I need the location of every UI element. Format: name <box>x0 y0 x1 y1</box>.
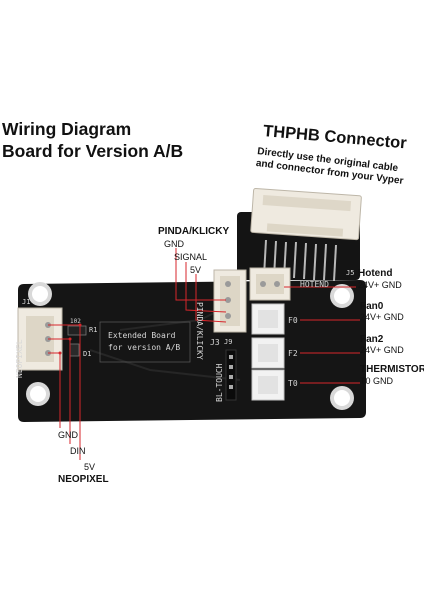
silk-f2: F2 <box>288 349 298 358</box>
pinda-wires <box>175 248 227 323</box>
neopixel-connector <box>17 307 63 371</box>
thermistor-pins: T0 GND <box>360 376 394 386</box>
fan2-connector <box>251 337 285 369</box>
hotend-label: Hotend <box>358 268 393 279</box>
silk-t0: T0 <box>288 379 298 388</box>
silk-hotend: HOTEND <box>300 280 329 289</box>
silk-neopixel: NEOPIXEL <box>15 339 24 378</box>
mounting-hole-bottom-right <box>330 386 354 410</box>
thermistor-connector <box>251 369 285 401</box>
silk-r1: R1 <box>89 326 98 334</box>
mounting-hole-top-left <box>28 282 52 306</box>
mounting-hole-bottom-left <box>26 382 50 406</box>
neopixel-pin-gnd: GND <box>58 430 78 440</box>
pinda-pin-gnd: GND <box>164 239 184 249</box>
silk-bltouch: BL-TOUCH <box>215 363 224 402</box>
thphb-pins <box>263 239 337 282</box>
board-label-line-2: for version A/B <box>108 343 181 352</box>
silk-resistor: 102 <box>70 318 81 325</box>
hotend-connector <box>249 267 291 301</box>
thphb-connector <box>250 187 362 241</box>
board-label-line-1: Extended Board <box>108 331 176 340</box>
fan2-label: Fan2 <box>360 334 384 345</box>
silk-j1: J1 <box>22 298 31 306</box>
silk-j3: J3 <box>210 338 220 347</box>
title-line-2: Board for Version A/B <box>2 141 184 161</box>
fan0-pins: 24V+ GND <box>360 312 404 322</box>
pinda-connector <box>213 269 247 333</box>
silk-box <box>99 321 191 363</box>
silk-j5: J5 <box>346 269 355 277</box>
hotend-pins: 24V+ GND <box>358 280 402 290</box>
title-line-1: Wiring Diagram <box>2 119 132 139</box>
neopixel-title: NEOPIXEL <box>58 474 109 485</box>
thermistor-label: THERMISTOR <box>360 364 424 375</box>
fan0-connector <box>251 303 285 335</box>
board-label: Extended Board for version A/B <box>108 330 180 354</box>
pinda-pin-signal: SIGNAL <box>174 252 208 262</box>
silk-pinda: PINDA/KLICKY <box>195 302 204 360</box>
fan0-label: Fan0 <box>360 301 384 312</box>
output-wires <box>284 286 360 384</box>
pinda-title: PINDA/KLICKY <box>158 226 230 237</box>
mounting-hole-top-right <box>330 284 354 308</box>
bltouch-header <box>225 349 237 401</box>
neopixel-pin-din: DIN <box>70 446 86 456</box>
led-d1 <box>69 343 80 357</box>
silk-f0: F0 <box>288 316 298 325</box>
fan2-pins: 24V+ GND <box>360 345 404 355</box>
neopixel-pin-5v: 5V <box>84 462 96 472</box>
resistor <box>67 325 87 336</box>
silk-d1: D1 <box>83 350 92 358</box>
diagram-title: Wiring Diagram Board for Version A/B <box>2 118 183 162</box>
pinda-pin-5v: 5V <box>190 265 202 275</box>
silk-j9: J9 <box>224 338 233 346</box>
